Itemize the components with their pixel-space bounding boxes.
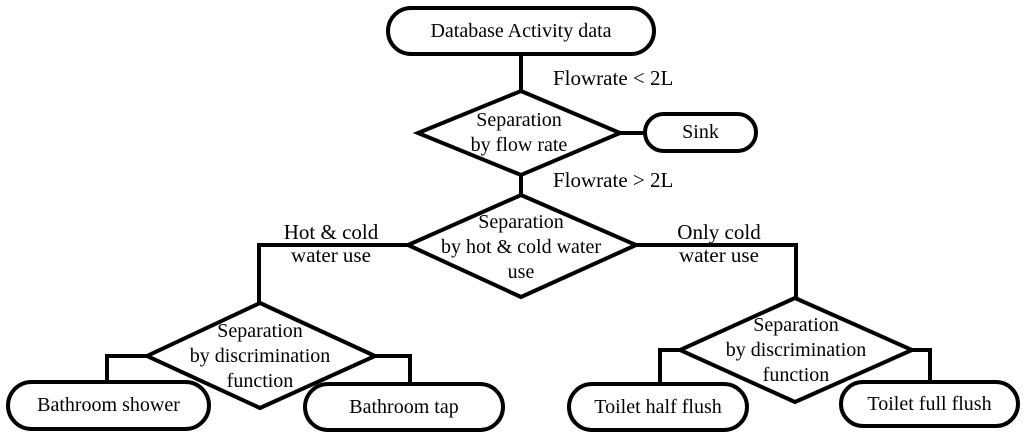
connector-left-discrimination-to-tap xyxy=(371,354,412,385)
connector-hotcold-to-right-discrimination xyxy=(632,243,798,302)
right-discrimination-decision-diamond xyxy=(675,295,917,405)
edge-label-hot-cold: Hot & cold water use xyxy=(283,220,379,267)
connector-left-discrimination-to-shower xyxy=(105,354,152,383)
edge-label-flowrate-greater: Flowrate > 2L xyxy=(553,168,674,192)
node-toilet-half-flush: Toilet half flush xyxy=(567,382,749,432)
connector-right-discrimination-to-fullflush xyxy=(908,348,932,383)
node-bathroom-tap: Bathroom tap xyxy=(303,382,505,432)
node-sink: Sink xyxy=(643,112,758,153)
edge-label-flowrate-less: Flowrate < 2L xyxy=(553,66,674,90)
left-discrimination-decision-diamond xyxy=(142,300,380,411)
edge-label-only-cold: Only cold water use xyxy=(677,220,761,267)
connector-hotcold-to-left-discrimination xyxy=(257,243,412,306)
flow-rate-decision-diamond xyxy=(412,88,626,178)
hot-cold-decision-diamond xyxy=(403,192,641,300)
connector-right-discrimination-to-halfflush xyxy=(658,348,684,385)
node-toilet-full-flush: Toilet full flush xyxy=(839,380,1020,428)
node-database-activity: Database Activity data xyxy=(386,6,656,56)
node-bathroom-shower: Bathroom shower xyxy=(6,380,211,431)
